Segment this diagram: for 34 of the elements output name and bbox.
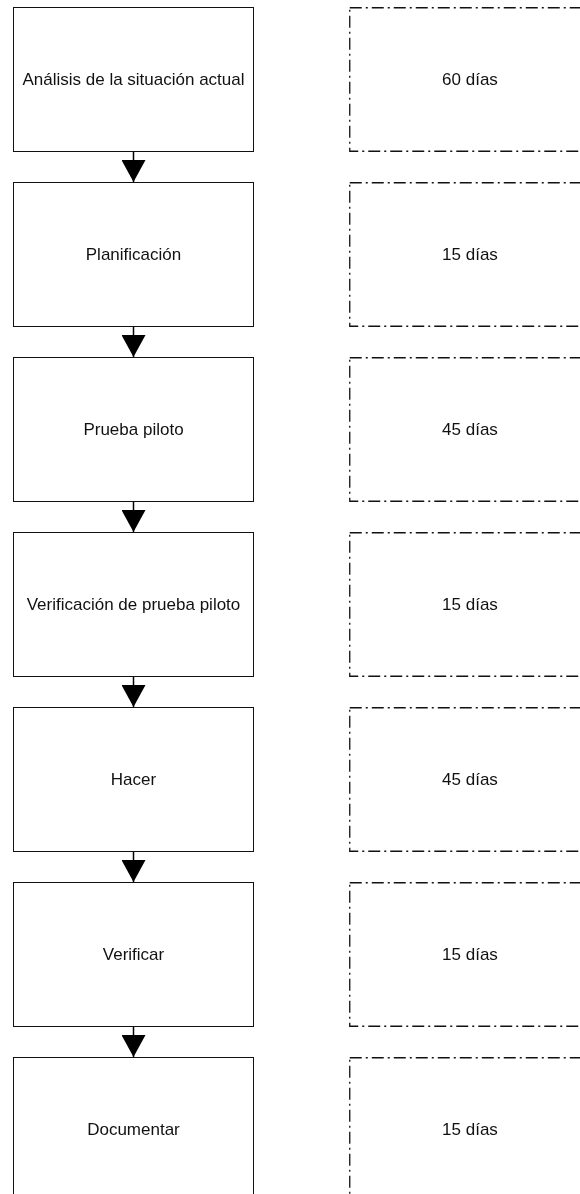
process-box xyxy=(13,1057,254,1194)
duration-box xyxy=(349,357,580,502)
duration-text: 15 días xyxy=(441,943,499,966)
duration-box xyxy=(349,182,580,327)
arrow xyxy=(121,326,146,358)
duration-text: 15 días xyxy=(441,243,499,266)
duration-box xyxy=(349,532,580,677)
duration-text: 15 días xyxy=(441,593,499,616)
step-text: Documentar xyxy=(86,1118,181,1141)
process-box xyxy=(13,357,254,502)
duration-box xyxy=(349,7,580,152)
duration-box xyxy=(349,707,580,852)
step-text: Planificación xyxy=(84,243,183,266)
arrow xyxy=(121,1026,146,1058)
arrow xyxy=(121,501,146,533)
step-text: Análisis de la situación actual xyxy=(21,68,246,91)
process-box xyxy=(13,532,254,677)
process-box xyxy=(13,7,254,152)
step-text: Prueba piloto xyxy=(82,418,185,441)
arrow xyxy=(121,676,146,708)
duration-text: 60 días xyxy=(441,68,499,91)
arrow xyxy=(121,151,146,183)
step-text: Hacer xyxy=(109,768,158,791)
process-box xyxy=(13,182,254,327)
process-box xyxy=(13,882,254,1027)
step-text: Verificar xyxy=(101,943,166,966)
duration-box xyxy=(349,1057,580,1194)
step-text: Verificación de prueba piloto xyxy=(25,593,242,616)
duration-text: 15 días xyxy=(441,1118,499,1141)
duration-text: 45 días xyxy=(441,768,499,791)
duration-box xyxy=(349,882,580,1027)
duration-text: 45 días xyxy=(441,418,499,441)
process-box xyxy=(13,707,254,852)
arrow xyxy=(121,851,146,883)
